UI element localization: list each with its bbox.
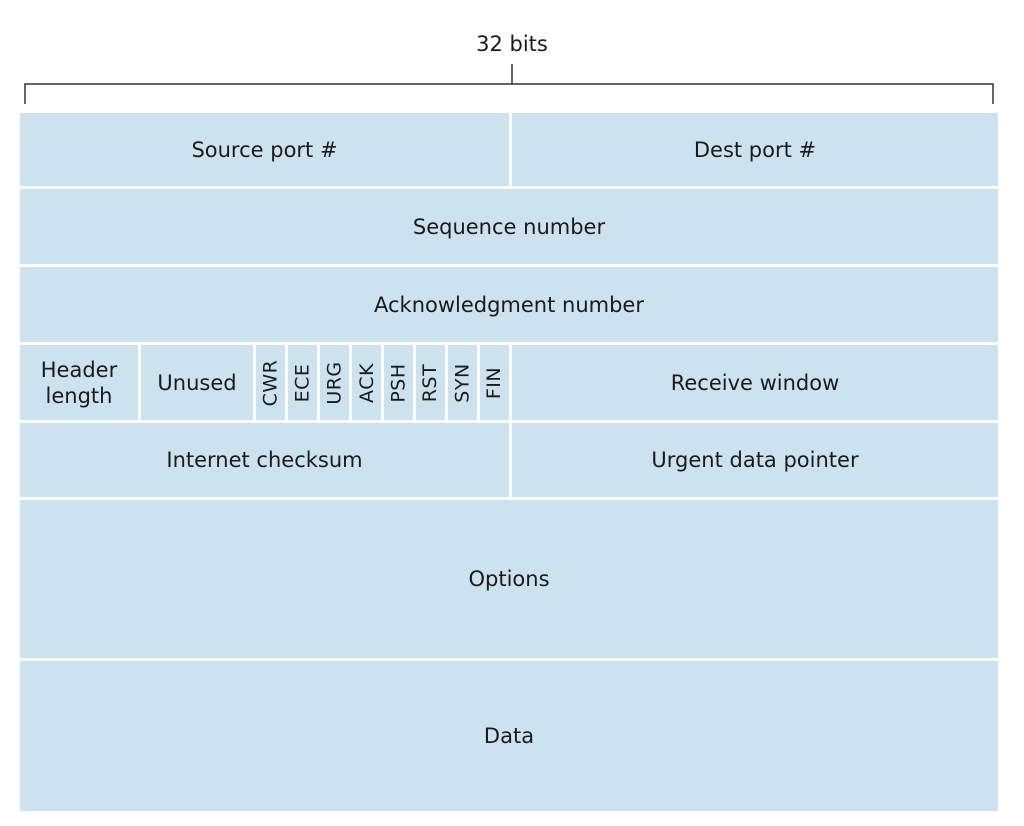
data-label: Data bbox=[483, 724, 535, 748]
dest-port-field: Dest port # bbox=[512, 113, 998, 186]
flag-psh-label: PSH bbox=[387, 362, 410, 403]
dest-port-label: Dest port # bbox=[693, 137, 817, 162]
flag-fin-field: FIN bbox=[480, 345, 509, 420]
flag-psh-field: PSH bbox=[384, 345, 413, 420]
data-field: Data bbox=[20, 661, 998, 811]
unused-field: Unused bbox=[141, 345, 253, 420]
flag-urg-label: URG bbox=[323, 360, 346, 405]
flag-cwr-label: CWR bbox=[259, 359, 282, 406]
urgent-pointer-label: Urgent data pointer bbox=[651, 448, 859, 472]
flag-syn-field: SYN bbox=[448, 345, 477, 420]
sequence-number-label: Sequence number bbox=[412, 214, 606, 239]
sequence-number-field: Sequence number bbox=[20, 189, 998, 264]
bit-width-brace bbox=[24, 64, 994, 104]
header-length-label-line2: length bbox=[45, 383, 113, 408]
urgent-pointer-field: Urgent data pointer bbox=[512, 423, 998, 497]
source-port-label: Source port # bbox=[191, 137, 338, 162]
ack-number-field: Acknowledgment number bbox=[20, 267, 998, 342]
ack-number-label: Acknowledgment number bbox=[373, 292, 644, 317]
flag-ack-field: ACK bbox=[352, 345, 381, 420]
flag-fin-label: FIN bbox=[483, 366, 506, 399]
flag-ece-label: ECE bbox=[291, 363, 314, 402]
header-length-field: Header length bbox=[20, 345, 138, 420]
unused-label: Unused bbox=[157, 370, 237, 395]
flag-cwr-field: CWR bbox=[256, 345, 285, 420]
receive-window-field: Receive window bbox=[512, 345, 998, 420]
flag-rst-label: RST bbox=[419, 363, 442, 402]
flag-ece-field: ECE bbox=[288, 345, 317, 420]
flag-ack-label: ACK bbox=[355, 362, 378, 403]
bit-width-label: 32 bits bbox=[476, 32, 548, 56]
internet-checksum-field: Internet checksum bbox=[20, 423, 509, 497]
internet-checksum-label: Internet checksum bbox=[166, 448, 363, 472]
source-port-field: Source port # bbox=[20, 113, 509, 186]
flag-urg-field: URG bbox=[320, 345, 349, 420]
options-field: Options bbox=[20, 500, 998, 658]
flag-rst-field: RST bbox=[416, 345, 445, 420]
header-length-label-line1: Header bbox=[40, 357, 118, 382]
options-label: Options bbox=[468, 567, 550, 591]
flag-syn-label: SYN bbox=[451, 362, 474, 403]
receive-window-label: Receive window bbox=[670, 370, 840, 395]
